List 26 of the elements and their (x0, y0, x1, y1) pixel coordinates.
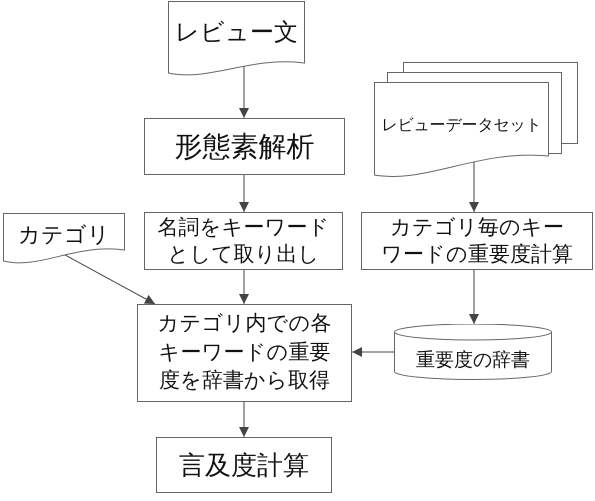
arrow (239, 66, 249, 118)
arrow (239, 270, 249, 304)
process-box (144, 118, 345, 175)
document-shape (168, 1, 305, 76)
process-box (361, 212, 593, 270)
node-label: カテゴリ (18, 224, 110, 246)
node-label: 形態素解析 (174, 132, 314, 160)
arrow (239, 402, 249, 438)
document-shape (3, 213, 125, 264)
arrow (64, 254, 156, 304)
node-label: カテゴリ内での各キーワードの重要度を辞書から取得 (156, 311, 332, 394)
node-label: 名詞をキーワードとして取り出し (156, 214, 330, 268)
process-box (144, 212, 343, 270)
node-label: 重要度の辞書 (416, 350, 530, 370)
arrow (239, 174, 249, 212)
node-label: レビューデータセット (382, 118, 542, 134)
process-box (137, 304, 352, 402)
node-label: 言及度計算 (179, 452, 309, 478)
arrow (469, 270, 479, 324)
node-label: レビュー文 (175, 21, 298, 45)
arrow (469, 161, 479, 212)
document-stack (374, 62, 578, 178)
database-cylinder (394, 324, 552, 380)
process-box (156, 437, 332, 493)
node-label: カテゴリ毎のキーワードの重要度計算 (380, 214, 574, 268)
arrow (352, 347, 394, 357)
